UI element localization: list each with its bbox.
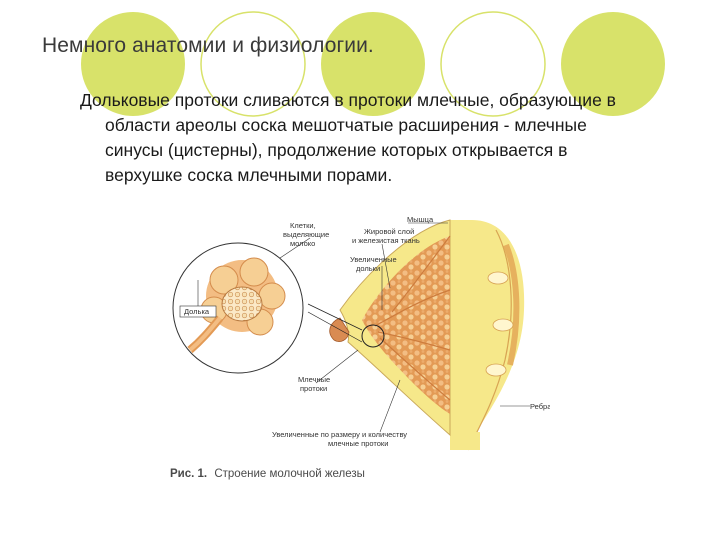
chest-wall xyxy=(450,220,525,451)
label-cells: молоко xyxy=(290,239,315,248)
body-line: Дольковые протоки сливаются в протоки мл… xyxy=(80,90,616,110)
callout-marker xyxy=(361,324,385,348)
label-milk-ducts: протоки xyxy=(300,384,327,393)
label-cells: выделяющие xyxy=(283,230,329,239)
label-enlarged-ducts: млечные протоки xyxy=(328,439,388,448)
label-enlarged-lobules: дольки xyxy=(356,264,380,273)
slide-body-text: Дольковые протоки сливаются в протоки мл… xyxy=(80,88,720,188)
figure-caption: Рис. 1. Строение молочной железы xyxy=(170,468,365,480)
label-cells: Клетки, xyxy=(290,221,316,230)
slide-title: Немного анатомии и физиологии. xyxy=(42,34,374,57)
label-lobule: Долька xyxy=(184,307,210,316)
deco-circle xyxy=(561,12,665,116)
label-fat: и железистая ткань xyxy=(352,236,420,245)
label-milk-ducts: Млечные xyxy=(298,375,330,384)
deco-circle xyxy=(440,11,546,117)
body-line: верхушке соска млечными порами. xyxy=(105,165,393,185)
label-fat: Жировой слой xyxy=(364,227,414,236)
deco-circle xyxy=(200,11,306,117)
breast-tissue xyxy=(329,219,451,437)
label-ribs: Ребра xyxy=(530,402,550,411)
deco-circle xyxy=(81,12,185,116)
deco-circle xyxy=(321,12,425,116)
body-line: области ареолы соска мешотчатые расширен… xyxy=(105,115,587,135)
label-enlarged-lobules: Увеличенные xyxy=(350,255,397,264)
decorative-circles xyxy=(81,11,665,117)
body-line: синусы (цистерны), продолжение которых о… xyxy=(105,140,568,160)
breast-anatomy-figure: Клетки, выделяющие молоко Мышца Жировой … xyxy=(170,215,550,480)
label-enlarged-ducts: Увеличенные по размеру и количеству xyxy=(272,430,407,439)
label-muscle: Мышца xyxy=(407,215,434,224)
label-leaders xyxy=(197,222,530,433)
